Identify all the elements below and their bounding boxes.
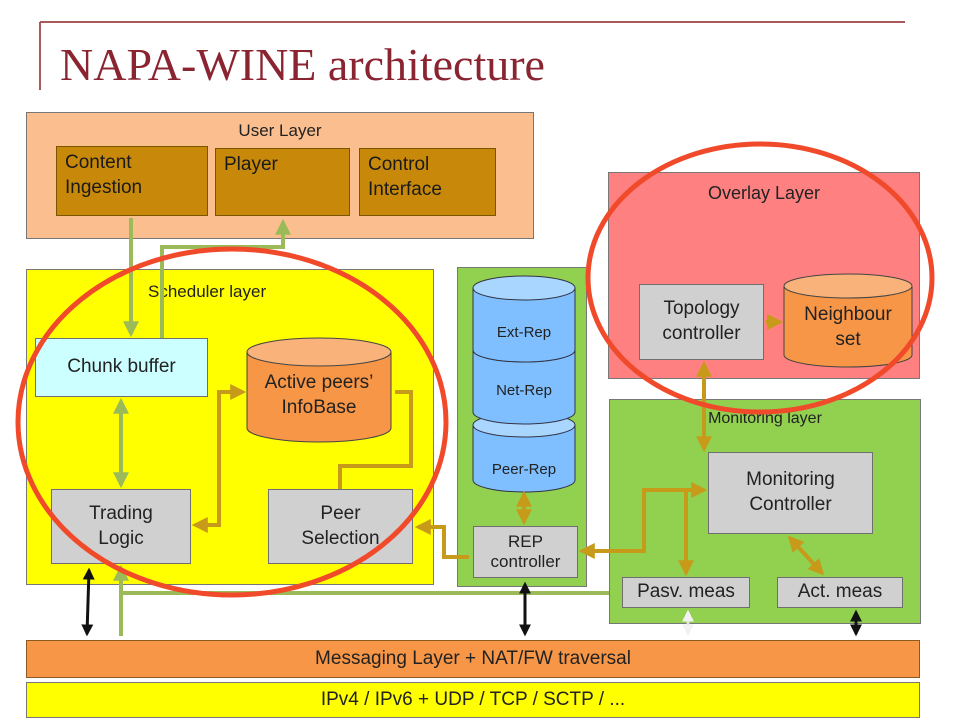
user-layer-label: User Layer — [238, 121, 322, 140]
rep-controller-label: REP controller — [490, 532, 561, 571]
neighbour-set-label-box: Neighbour set — [784, 300, 912, 356]
monitor-act-arrow — [787, 535, 825, 576]
content-ingestion-label: Content Ingestion — [65, 152, 143, 198]
chunk-buffer-label: Chunk buffer — [67, 356, 176, 378]
peer-selection-box: Peer Selection — [268, 489, 413, 564]
act-meas-box: Act. meas — [777, 577, 903, 608]
scheduler-layer-label: Scheduler layer — [148, 282, 267, 301]
peer-rep-label: Peer-Rep — [491, 461, 557, 479]
ext-rep-label: Ext-Rep — [496, 324, 552, 342]
active-peers-label: Active peers’ InfoBase — [264, 372, 374, 418]
rep-controller-box: REP controller — [473, 526, 578, 578]
neighbour-set-label: Neighbour set — [804, 304, 892, 350]
selection-infobase-line — [338, 390, 413, 489]
peer-selection-label: Peer Selection — [301, 502, 380, 549]
trading-infobase-arrow — [191, 384, 247, 533]
messaging-layer-label: Messaging Layer + NAT/FW traversal — [315, 647, 631, 669]
monitoring-controller-box: Monitoring Controller — [708, 452, 873, 534]
net-rep-label: Net-Rep — [496, 382, 552, 400]
topology-controller-box: Topology controller — [639, 284, 764, 360]
player-label: Player — [224, 154, 278, 175]
monitoring-layer-label: Monitoring layer — [708, 410, 822, 427]
active-peers-label-box: Active peers’ InfoBase — [247, 368, 391, 424]
messaging-layer-bar: Messaging Layer + NAT/FW traversal — [26, 640, 920, 678]
rep-to-selection-arrow — [414, 519, 469, 559]
control-interface-box: Control Interface — [359, 148, 496, 216]
neighbour-set-cylinder — [783, 273, 913, 368]
trading-logic-box: Trading Logic — [51, 489, 191, 564]
trading-logic-label: Trading Logic — [89, 502, 153, 549]
ip-layer-bar: IPv4 / IPv6 + UDP / TCP / SCTP / ... — [26, 682, 920, 718]
player-box: Player — [215, 148, 350, 216]
active-peers-cylinder — [246, 337, 392, 443]
ip-layer-label: IPv4 / IPv6 + UDP / TCP / SCTP / ... — [320, 688, 626, 710]
page-title: NAPA-WINE architecture — [60, 39, 545, 90]
scheduler-highlight-circle — [15, 246, 449, 598]
act-meas-label: Act. meas — [797, 581, 883, 603]
overlay-layer-label: Overlay Layer — [707, 183, 821, 203]
overlay-highlight-circle — [585, 141, 935, 415]
chunk-buffer-box: Chunk buffer — [35, 338, 208, 397]
buffer-to-player-arrow — [160, 218, 291, 338]
monitoring-controller-label: Monitoring Controller — [746, 469, 835, 515]
pasv-meas-box: Pasv. meas — [622, 577, 750, 608]
trading-network-arrow — [81, 567, 95, 637]
content-ingestion-box: Content Ingestion — [56, 146, 208, 216]
repctrl-monitor-arrow — [578, 482, 708, 559]
pasv-meas-label: Pasv. meas — [637, 581, 735, 603]
ext-rep-cylinder — [472, 275, 576, 363]
control-interface-label: Control Interface — [368, 154, 442, 200]
topology-controller-label: Topology controller — [662, 298, 741, 344]
